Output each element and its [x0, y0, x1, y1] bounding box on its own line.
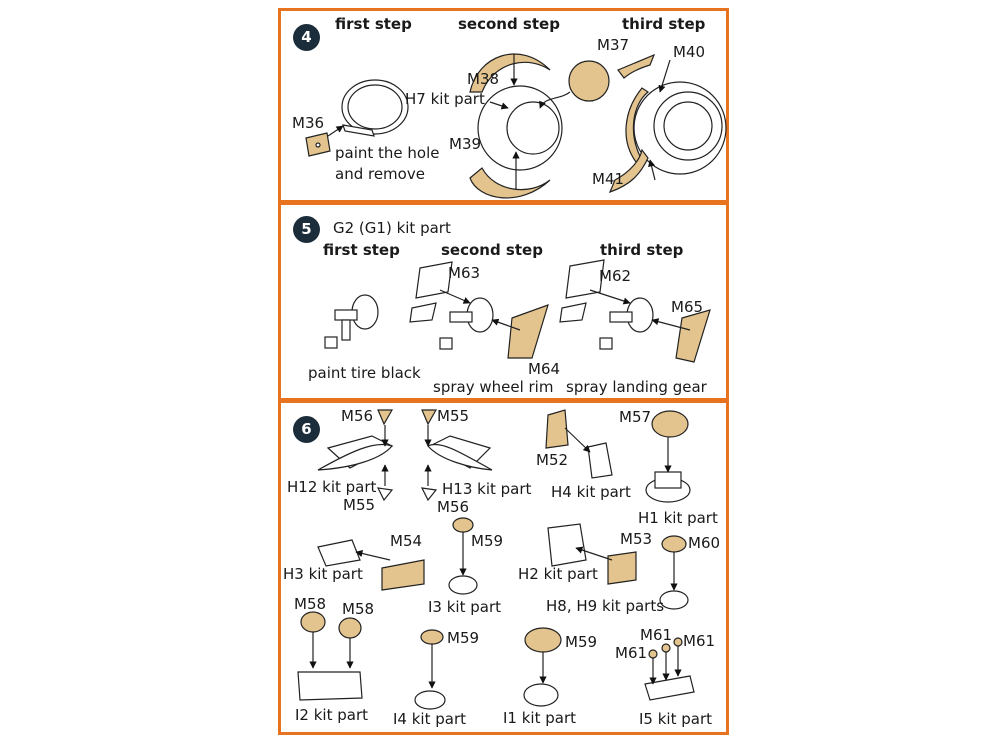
step-5-panel: [278, 202, 729, 401]
label-m60: M60: [688, 534, 721, 552]
label-m37: M37: [597, 36, 630, 54]
label-m61-c: M61: [615, 644, 648, 662]
label-m58-b: M58: [342, 600, 375, 618]
label-spray-landing-gear: spray landing gear: [566, 378, 707, 396]
label-h2-kit-part: H2 kit part: [518, 565, 598, 583]
label-paint-hole: paint the hole: [335, 144, 440, 162]
label-m53: M53: [620, 530, 653, 548]
label-m56-a: M56: [341, 407, 374, 425]
label-h13-kit-part: H13 kit part: [442, 480, 532, 498]
label-m40: M40: [673, 43, 706, 61]
label-i1-kit-part: I1 kit part: [503, 709, 577, 727]
label-m64: M64: [528, 360, 561, 378]
label-m54: M54: [390, 532, 423, 550]
label-m41: M41: [592, 170, 625, 188]
label-m63: M63: [448, 264, 481, 282]
step-4-panel: [278, 8, 729, 203]
label-i3-kit-part: I3 kit part: [428, 598, 502, 616]
label-m39: M39: [449, 135, 482, 153]
step4-third-step-heading: third step: [622, 15, 706, 33]
label-m59-a: M59: [471, 532, 504, 550]
label-i5-kit-part: I5 kit part: [639, 710, 713, 728]
label-m59-b: M59: [447, 629, 480, 647]
label-h1-kit-part: H1 kit part: [638, 509, 718, 527]
label-h8-h9-kit-parts: H8, H9 kit parts: [546, 597, 665, 615]
label-g2-kit-part: G2 (G1) kit part: [333, 219, 451, 237]
label-m55-b: M55: [343, 496, 376, 514]
label-m38: M38: [467, 70, 500, 88]
step5-third-step-heading: third step: [600, 241, 684, 259]
label-m56-b: M56: [437, 498, 470, 516]
label-h12-kit-part: H12 kit part: [287, 478, 377, 496]
step-6-badge: 6: [293, 416, 320, 443]
step-4-badge: 4: [293, 24, 320, 51]
label-m61-b: M61: [683, 632, 716, 650]
label-m36: M36: [292, 114, 325, 132]
label-spray-wheel-rim: spray wheel rim: [433, 378, 554, 396]
step4-first-step-heading: first step: [335, 15, 412, 33]
label-m65: M65: [671, 298, 704, 316]
label-and-remove: and remove: [335, 165, 425, 183]
label-m62: M62: [599, 267, 632, 285]
step5-first-step-heading: first step: [323, 241, 400, 259]
label-i4-kit-part: I4 kit part: [393, 710, 467, 728]
label-i2-kit-part: I2 kit part: [295, 706, 369, 724]
label-m52: M52: [536, 451, 569, 469]
label-paint-tire-black: paint tire black: [308, 364, 421, 382]
label-m61-a: M61: [640, 626, 673, 644]
label-h7-kit-part: H7 kit part: [405, 90, 485, 108]
label-m59-c: M59: [565, 633, 598, 651]
label-h4-kit-part: H4 kit part: [551, 483, 631, 501]
label-m58-a: M58: [294, 595, 327, 613]
step-6-panel: [278, 400, 729, 735]
label-h3-kit-part: H3 kit part: [283, 565, 363, 583]
label-m55-a: M55: [437, 407, 470, 425]
step5-second-step-heading: second step: [441, 241, 543, 259]
step-5-badge: 5: [293, 216, 320, 243]
step4-second-step-heading: second step: [458, 15, 560, 33]
label-m57: M57: [619, 408, 652, 426]
